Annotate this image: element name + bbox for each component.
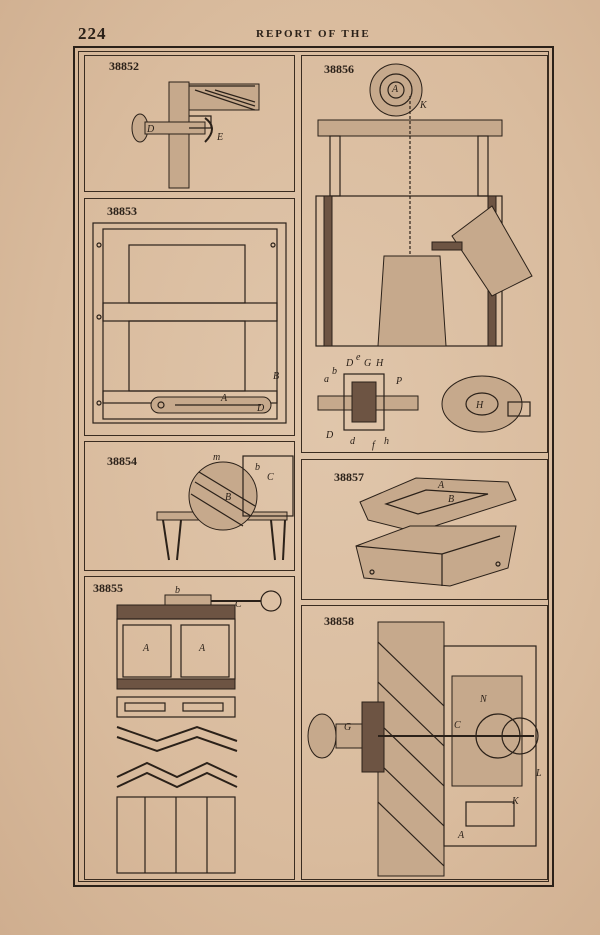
fig-label: A [391, 84, 399, 95]
figure-number: 38852 [109, 59, 139, 73]
fig-label: G [344, 722, 351, 733]
fig-label: A [437, 480, 445, 491]
fig-label: D [325, 430, 334, 441]
fig-label: E [216, 132, 223, 143]
fig-label: B [273, 371, 279, 382]
fig-label: d [350, 436, 356, 447]
figure-38853-drawing: A B D [92, 222, 287, 424]
figure-number: 38853 [107, 204, 137, 218]
page-header: 224 REPORT OF THE [0, 24, 600, 46]
fig-label: C [235, 599, 242, 610]
figure-38854-drawing: m B C b [156, 452, 294, 561]
figure-38856-drawing: A K D e G H a b P D d f h H [315, 63, 533, 451]
fig-label: H [475, 400, 484, 411]
fig-label: b [332, 366, 337, 377]
outer-border [73, 46, 554, 887]
fig-label: b [175, 585, 180, 596]
fig-label: a [324, 374, 329, 385]
running-head: REPORT OF THE [256, 28, 371, 40]
fig-label: C [454, 720, 461, 731]
fig-label: B [225, 492, 231, 503]
figure-38855: 38855 b C A A [84, 576, 295, 880]
fig-label: A [142, 643, 150, 654]
fig-label: D [146, 124, 155, 135]
fig-label: L [535, 768, 542, 779]
page-number: 224 [78, 24, 107, 43]
fig-label: N [479, 694, 488, 705]
fig-label: G [364, 358, 371, 369]
fig-label: H [375, 358, 384, 369]
fig-label: e [356, 352, 361, 363]
figure-38857-drawing: A B [355, 477, 517, 587]
fig-label: D [256, 403, 265, 414]
figure-number: 38854 [107, 454, 137, 468]
fig-label: K [511, 796, 520, 807]
fig-label: K [419, 100, 428, 111]
figure-38852: 38852 D E [84, 55, 295, 192]
fig-label: P [395, 376, 402, 387]
figure-number: 38855 [93, 581, 123, 595]
figure-38855-drawing: b C A A [116, 585, 282, 874]
figure-38853: 38853 A B D [84, 198, 295, 436]
fig-label: b [255, 462, 260, 473]
fig-label: h [384, 436, 389, 447]
figure-38852-drawing: D E [131, 81, 260, 189]
figure-number: 38857 [334, 470, 364, 484]
figure-38856: 38856 A K D e G H a [301, 55, 548, 453]
fig-label: m [213, 452, 220, 463]
fig-label: A [220, 393, 228, 404]
fig-label: D [345, 358, 354, 369]
fig-label: B [448, 494, 454, 505]
fig-label: A [457, 830, 465, 841]
fig-label: C [267, 472, 274, 483]
inner-border [78, 51, 549, 882]
figure-number: 38856 [324, 62, 354, 76]
fig-label: A [198, 643, 206, 654]
figure-38854: 38854 m B C b [84, 441, 295, 571]
fig-label: f [372, 440, 376, 451]
figure-38858-drawing: G N C L K A [307, 621, 542, 877]
figure-38858: 38858 G N C L K A [301, 605, 548, 880]
figure-number: 38858 [324, 614, 354, 628]
figure-38857: 38857 A B [301, 459, 548, 600]
